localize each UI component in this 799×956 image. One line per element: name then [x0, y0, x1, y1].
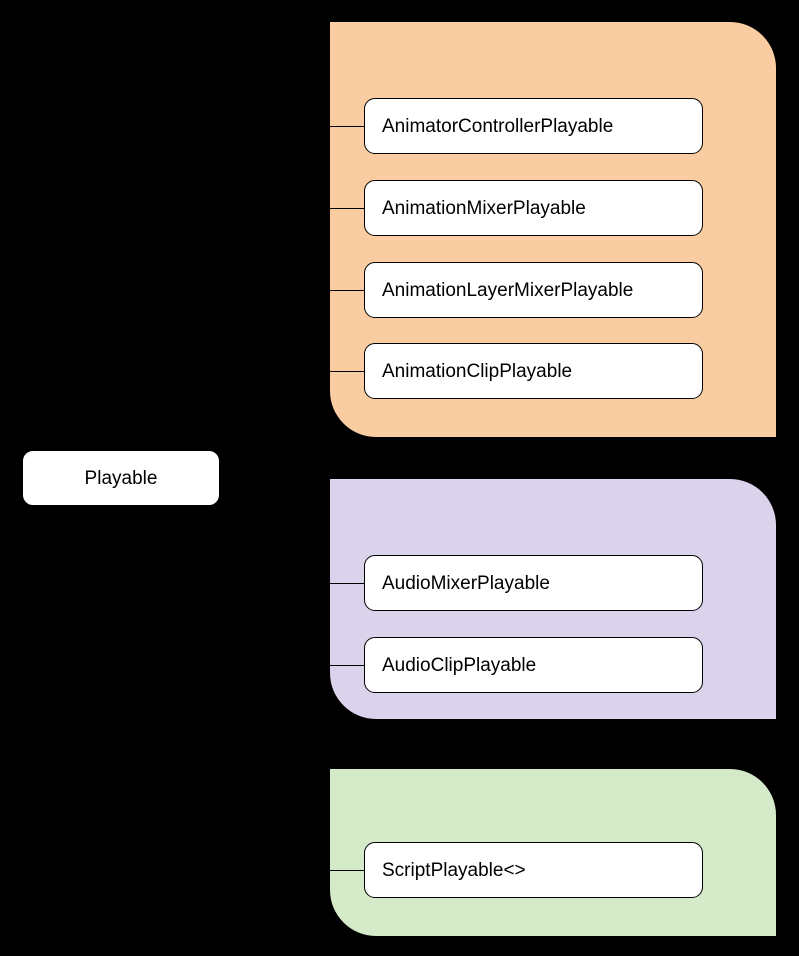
group-animation-title: Animation	[26, 57, 111, 78]
node-label: AnimationLayerMixerPlayable	[382, 279, 634, 301]
node-audioclipplayable[interactable]: AudioClipPlayable	[364, 637, 703, 693]
group-user-title: User	[26, 804, 67, 825]
node-animationclipplayable[interactable]: AnimationClipPlayable	[364, 343, 703, 399]
node-animationlayermixerplayable[interactable]: AnimationLayerMixerPlayable	[364, 262, 703, 318]
node-animationmixerplayable[interactable]: AnimationMixerPlayable	[364, 180, 703, 236]
connector-audio-0	[330, 583, 364, 584]
node-label: AudioMixerPlayable	[382, 572, 550, 594]
group-audio-title: Audio	[26, 514, 75, 535]
node-playable-label: Playable	[84, 467, 158, 489]
connector-user-0	[330, 870, 364, 871]
connector-audio-1	[330, 665, 364, 666]
node-label: ScriptPlayable<>	[382, 859, 526, 881]
connector-animation-3	[330, 371, 364, 372]
node-animatorcontrollerplayable[interactable]: AnimatorControllerPlayable	[364, 98, 703, 154]
node-audiomixerplayable[interactable]: AudioMixerPlayable	[364, 555, 703, 611]
node-scriptplayable[interactable]: ScriptPlayable<>	[364, 842, 703, 898]
node-label: AudioClipPlayable	[382, 654, 537, 676]
node-playable[interactable]: Playable	[22, 450, 220, 506]
connector-animation-0	[330, 126, 364, 127]
connector-animation-2	[330, 290, 364, 291]
node-label: AnimationClipPlayable	[382, 360, 573, 382]
node-label: AnimationMixerPlayable	[382, 197, 586, 219]
connector-animation-1	[330, 208, 364, 209]
node-label: AnimatorControllerPlayable	[382, 115, 614, 137]
